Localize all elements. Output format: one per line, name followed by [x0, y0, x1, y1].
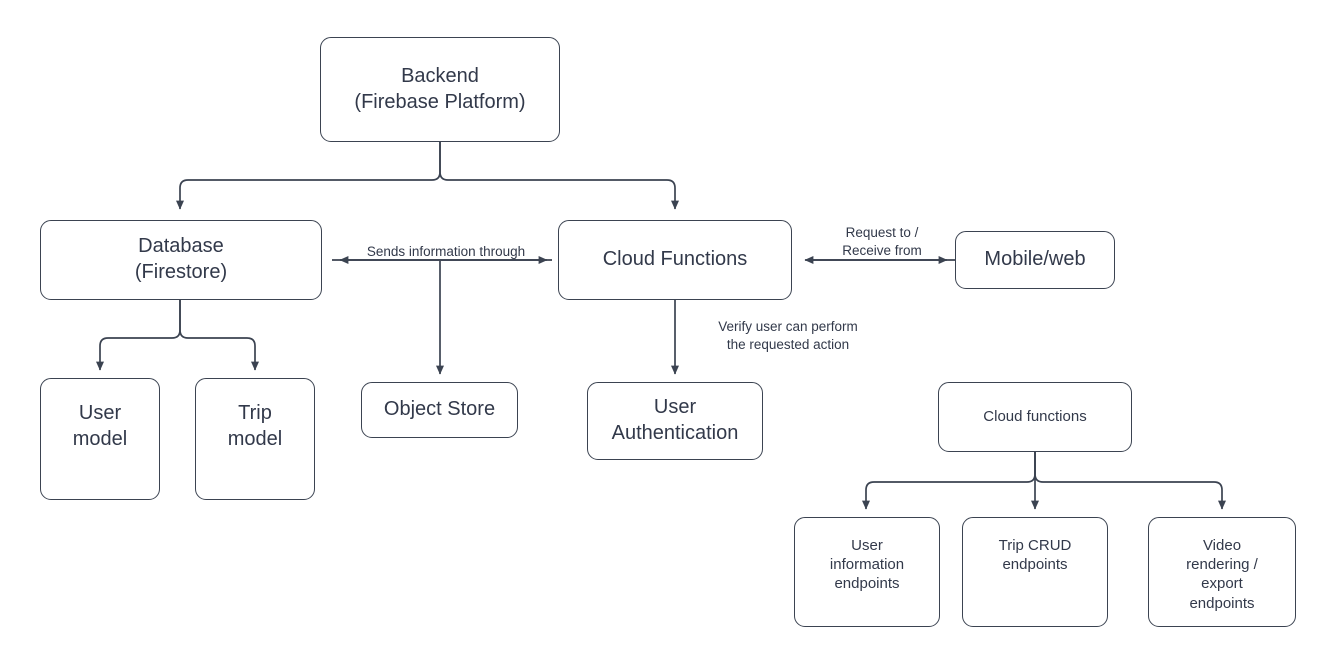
node-user-authentication[interactable]: User Authentication [587, 382, 763, 460]
node-trip-crud-endpoints[interactable]: Trip CRUD endpoints [962, 517, 1108, 627]
node-object-store[interactable]: Object Store [361, 382, 518, 438]
edge-backend-to-cloud-functions [439, 142, 679, 210]
edge-label-verify-user-can-perform: Verify user can perform the requested ac… [718, 319, 858, 352]
node-backend[interactable]: Backend (Firebase Platform) [320, 37, 560, 142]
edge-database-to-trip-model [179, 299, 259, 371]
edge-backend-to-database [176, 142, 441, 210]
node-trip-model[interactable]: Trip model [195, 378, 315, 500]
node-cloud-functions-2[interactable]: Cloud functions [938, 382, 1132, 452]
edge-database-to-user-model [96, 299, 181, 371]
edge-label-request-to-receive-from: Request to / Receive from [842, 225, 922, 258]
node-user-information-endpoints[interactable]: User information endpoints [794, 517, 940, 627]
edge-cloud-functions-2-to-video-endpoints [1034, 452, 1226, 510]
node-user-model[interactable]: User model [40, 378, 160, 500]
node-video-rendering-export-endpoints[interactable]: Video rendering / export endpoints [1148, 517, 1296, 627]
node-mobile-web[interactable]: Mobile/web [955, 231, 1115, 289]
edge-label-sends-information-through: Sends information through [366, 244, 526, 259]
node-database[interactable]: Database (Firestore) [40, 220, 322, 300]
node-cloud-functions[interactable]: Cloud Functions [558, 220, 792, 300]
edge-cloud-functions-2-to-user-info-endpoints [862, 452, 1036, 510]
